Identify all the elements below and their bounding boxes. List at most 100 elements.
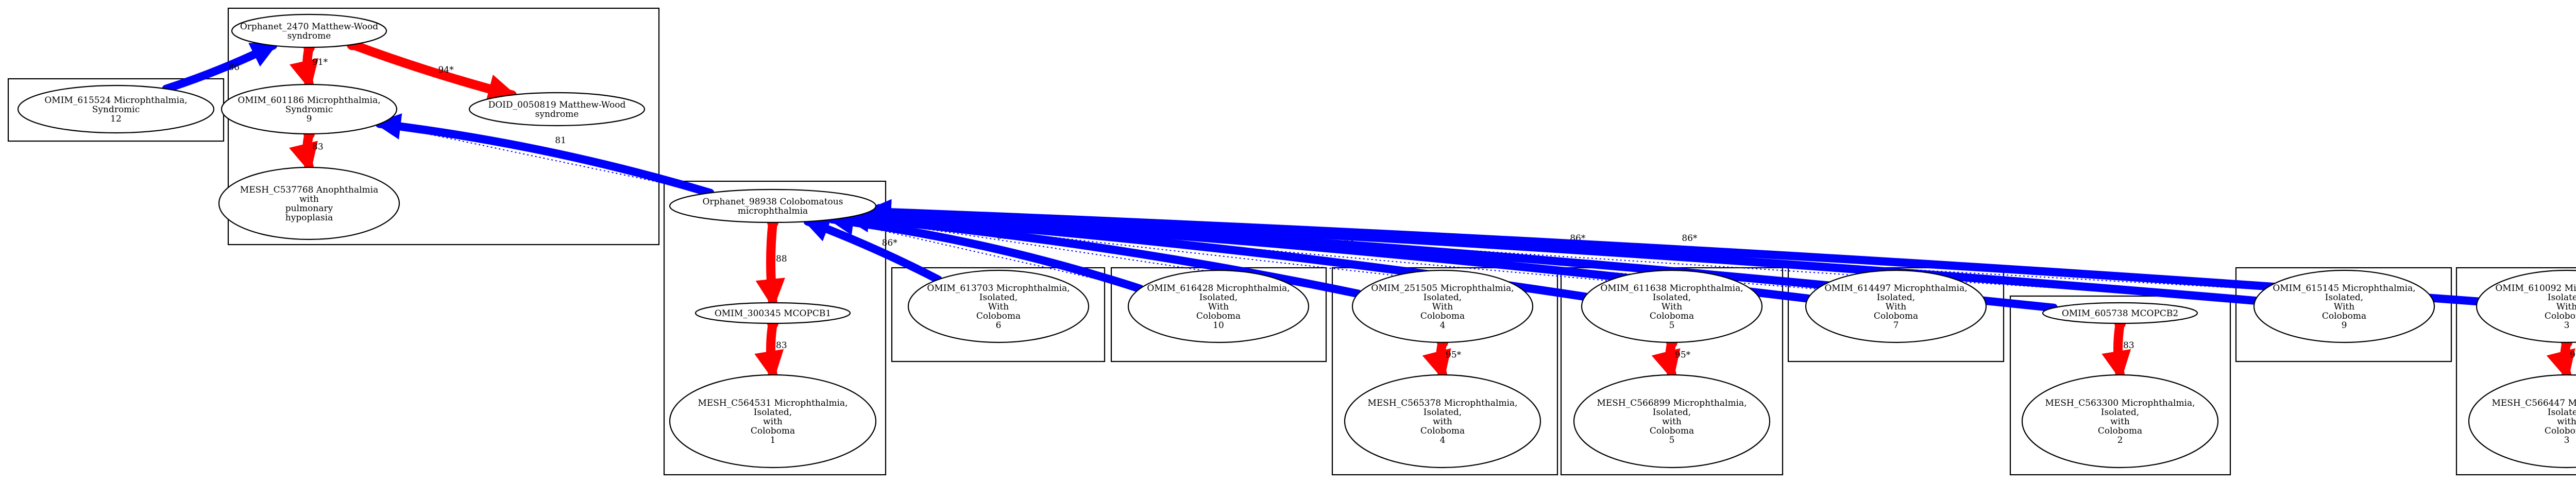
- node-label-line: OMIM_605738 MCOPCB2: [2062, 308, 2178, 319]
- cluster-box: [2009, 295, 2231, 476]
- edge-weight-label: 83: [312, 142, 324, 152]
- node-ellipse: [1351, 269, 1534, 343]
- node-label-line: OMIM_610092 Microphthalmia,: [2495, 283, 2576, 294]
- graph-edge: 83: [754, 318, 787, 381]
- graph-node: OMIM_251505 Microphthalmia,Isolated,With…: [1351, 269, 1534, 343]
- cluster-box: [1787, 267, 2005, 363]
- graph-edge: 88: [755, 217, 787, 309]
- cluster-box: [663, 180, 887, 476]
- node-label-line: Isolated,: [1653, 292, 1691, 303]
- node-label-line: Isolated,: [2548, 407, 2576, 418]
- node-label-line: With: [1662, 302, 1682, 312]
- edge-weight-label: 86*: [1682, 233, 1698, 244]
- node-label-line: OMIM_300345 MCOPCB1: [715, 308, 831, 319]
- node-ellipse: [221, 83, 398, 135]
- node-label-line: 7: [1893, 320, 1899, 331]
- graph-edge: 94*: [346, 39, 518, 104]
- edge-line: [865, 199, 2482, 306]
- node-label-line: MESH_C563300 Microphthalmia,: [2045, 398, 2195, 408]
- node-ellipse: [231, 13, 387, 48]
- node-ellipse: [17, 84, 215, 134]
- node-label-line: With: [1432, 302, 1453, 312]
- node-label-line: Coloboma: [1420, 311, 1465, 321]
- cluster-box: [1331, 267, 1558, 476]
- graph-node: OMIM_610092 Microphthalmia,Isolated,With…: [2476, 269, 2576, 343]
- node-label-line: microphthalmia: [738, 206, 808, 216]
- node-label-line: Coloboma: [2545, 426, 2576, 436]
- node-label-line: DOID_0050819 Matthew-Wood: [488, 100, 626, 110]
- edge-line: [347, 40, 518, 104]
- node-label-line: Isolated,: [2548, 292, 2576, 303]
- node-label-line: Isolated,: [2325, 292, 2363, 303]
- node-label-line: 1: [770, 435, 776, 445]
- edge-weight-label: 86: [228, 62, 240, 73]
- node-label-line: with: [2110, 417, 2130, 427]
- edge-weight-label: 83: [2123, 340, 2134, 351]
- graph-node: MESH_C564531 Microphthalmia,Isolated,wit…: [669, 374, 877, 469]
- graph-edge: 86: [162, 41, 278, 93]
- node-label-line: MESH_C566447 Microphthalmia,: [2492, 398, 2576, 408]
- graph-node: MESH_C565378 Microphthalmia,Isolated,wit…: [1344, 374, 1541, 469]
- node-label-line: With: [2556, 302, 2576, 312]
- graph-node: OMIM_616428 Microphthalmia,Isolated,With…: [1127, 269, 1310, 343]
- graph-edge: 86*: [865, 199, 2482, 306]
- graph-node: MESH_C566447 Microphthalmia,Isolated,wit…: [2468, 374, 2576, 469]
- node-ellipse: [2468, 374, 2576, 469]
- node-label-line: 4: [1440, 435, 1446, 445]
- edge-weight-label: 95*: [1675, 350, 1691, 360]
- node-ellipse: [2476, 269, 2576, 343]
- node-ellipse: [2253, 269, 2435, 343]
- node-ellipse: [1344, 374, 1541, 469]
- node-ellipse: [218, 166, 400, 240]
- node-ellipse: [1581, 269, 1763, 343]
- edge-line: [842, 206, 1363, 298]
- node-label-line: 6: [996, 320, 1002, 331]
- edge-line: [754, 319, 784, 381]
- graph-node: OMIM_611638 Microphthalmia,Isolated,With…: [1581, 269, 1763, 343]
- graph-node: MESH_C563300 Microphthalmia,Isolated,wit…: [2021, 374, 2219, 469]
- node-ellipse: [907, 269, 1090, 343]
- node-label-line: Isolated,: [1423, 292, 1462, 303]
- graph-node: OMIM_300345 MCOPCB1: [694, 302, 851, 324]
- edge-weight-label: 94*: [438, 65, 454, 75]
- edge-line: [755, 218, 785, 309]
- node-label-line: OMIM_611638 Microphthalmia,: [1600, 283, 1743, 294]
- edge-line: [863, 200, 2260, 305]
- node-ellipse: [2042, 302, 2198, 324]
- node-label-line: Syndromic: [92, 105, 140, 115]
- node-ellipse: [468, 92, 646, 127]
- node-label-line: with: [1433, 417, 1452, 427]
- node-label-line: Coloboma: [976, 311, 1021, 321]
- node-ellipse: [2021, 374, 2219, 469]
- node-label-line: Coloboma: [1650, 426, 1694, 436]
- node-label-line: Isolated,: [1423, 407, 1462, 418]
- node-label-line: Isolated,: [2101, 407, 2139, 418]
- node-label-line: Coloboma: [2098, 426, 2142, 436]
- node-label-line: syndrome: [535, 109, 579, 119]
- node-label-line: Isolated,: [754, 407, 792, 418]
- node-label-line: 4: [1440, 320, 1446, 331]
- node-label-line: pulmonary: [285, 203, 333, 214]
- node-label-line: OMIM_613703 Microphthalmia,: [927, 283, 1070, 294]
- node-label-line: 3: [2564, 320, 2570, 331]
- node-label-line: With: [1886, 302, 1906, 312]
- edge-weight-label: 88: [776, 254, 787, 264]
- node-label-line: with: [763, 417, 783, 427]
- edge-line: [2102, 319, 2131, 381]
- node-ellipse: [669, 374, 877, 469]
- node-label-line: Orphanet_98938 Colobomatous: [703, 197, 843, 207]
- node-label-line: Coloboma: [751, 426, 795, 436]
- node-label-line: With: [2334, 302, 2354, 312]
- node-layer: Orphanet_2470 Matthew-WoodsyndromeOMIM_6…: [17, 13, 2576, 469]
- node-label-line: OMIM_601186 Microphthalmia,: [238, 95, 380, 106]
- graph-edge: 91*: [289, 42, 328, 91]
- node-label-line: 9: [307, 114, 312, 124]
- edge-weight-label: 95*: [2570, 350, 2576, 360]
- node-label-line: With: [1208, 302, 1229, 312]
- node-ellipse: [694, 302, 851, 324]
- edge-weight-label: 86*: [882, 238, 898, 248]
- graph-edge: 86*: [803, 216, 943, 284]
- node-label-line: syndrome: [287, 31, 331, 41]
- node-label-line: With: [988, 302, 1009, 312]
- edge-weight-label: 81: [555, 135, 566, 146]
